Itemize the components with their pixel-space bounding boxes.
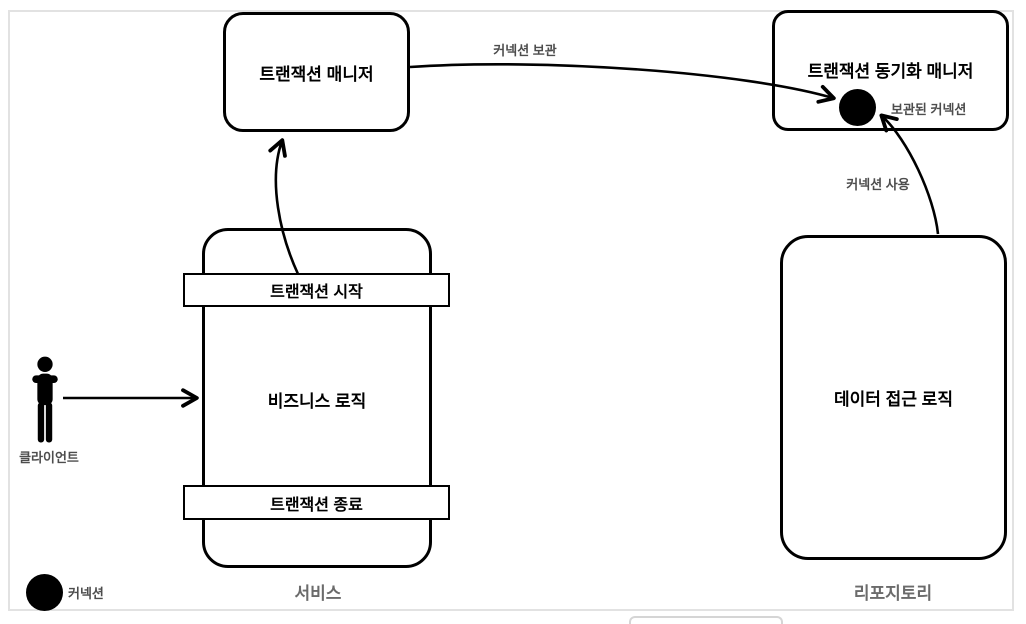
node-repository: 데이터 접근 로직 <box>780 235 1007 560</box>
legend-connection-dot-icon <box>26 574 63 611</box>
repository-label: 리포지토리 <box>853 584 933 603</box>
transaction-manager-label: 트랜잭션 매니저 <box>259 64 374 84</box>
transaction-sync-manager-label: 트랜잭션 동기화 매니저 <box>807 62 974 81</box>
edge-label-connection-use: 커넥션 사용 <box>846 177 910 192</box>
client-label: 클라이언트 <box>19 450 79 465</box>
client-actor-icon <box>32 356 58 443</box>
banner-transaction-end: 트랜잭션 종료 <box>183 485 450 520</box>
stored-connection-label: 보관된 커넥션 <box>891 102 967 117</box>
service-label: 서비스 <box>294 584 342 603</box>
data-access-logic-label: 데이터 접근 로직 <box>834 390 953 409</box>
banner-transaction-start: 트랜잭션 시작 <box>183 273 450 307</box>
transaction-end-label: 트랜잭션 종료 <box>270 496 363 514</box>
transaction-start-label: 트랜잭션 시작 <box>270 284 363 301</box>
legend-connection-label: 커넥션 <box>68 586 104 601</box>
stored-connection-dot-icon <box>839 89 876 126</box>
node-transaction-manager: 트랜잭션 매니저 <box>223 12 410 132</box>
toolbar-partial-control[interactable] <box>629 616 783 624</box>
business-logic-label: 비즈니스 로직 <box>267 392 367 411</box>
edge-label-connection-store: 커넥션 보관 <box>493 43 557 58</box>
